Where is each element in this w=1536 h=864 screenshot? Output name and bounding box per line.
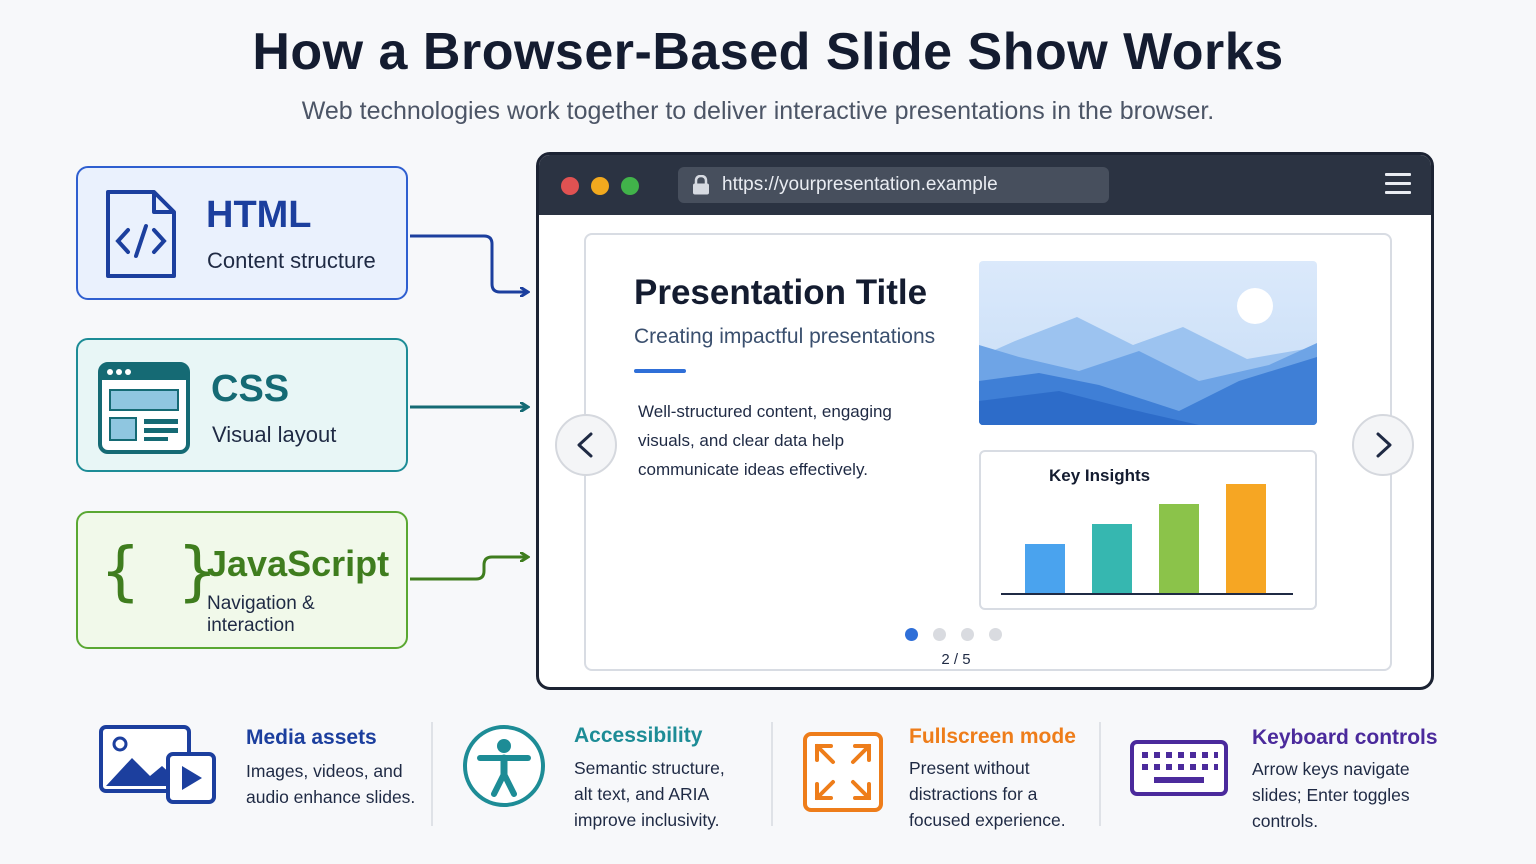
feature-divider <box>431 722 433 826</box>
address-bar[interactable]: https://yourpresentation.example <box>678 167 1109 203</box>
window-maximize-dot[interactable] <box>621 177 639 195</box>
slide-counter: 2 / 5 <box>941 651 971 668</box>
lock-icon <box>692 174 710 201</box>
html-desc: Content structure <box>207 248 376 273</box>
html-card: HTML Content structure <box>76 166 408 300</box>
css-title: CSS <box>211 368 290 410</box>
previous-slide-button[interactable] <box>555 414 617 476</box>
media-assets-title: Media assets <box>246 726 377 749</box>
media-icon <box>98 724 218 811</box>
insight-bar <box>1025 544 1065 594</box>
chevron-right-icon <box>1376 432 1392 458</box>
key-insights-title: Key Insights <box>1049 466 1151 485</box>
landscape-image <box>979 261 1317 430</box>
pager-dot[interactable] <box>905 628 918 641</box>
javascript-card: { } JavaScript Navigation & interaction <box>76 511 408 649</box>
pager-dot[interactable] <box>933 628 946 641</box>
pager-dot[interactable] <box>989 628 1002 641</box>
insight-bar <box>1159 504 1199 594</box>
feature-accessibility: Accessibility Semantic structure,alt tex… <box>462 718 762 838</box>
javascript-connector <box>410 557 526 581</box>
slide-subtitle: Creating impactful presentations <box>634 325 936 348</box>
layout-window-icon <box>98 362 190 459</box>
page-subtitle: Web technologies work together to delive… <box>301 97 1215 125</box>
pager-dot[interactable] <box>961 628 974 641</box>
slide: Presentation Title Creating impactful pr… <box>584 233 1392 671</box>
chevron-left-icon <box>577 432 593 458</box>
code-file-icon <box>104 188 178 285</box>
javascript-desc: Navigation & interaction <box>207 593 315 636</box>
css-card: CSS Visual layout <box>76 338 408 472</box>
feature-divider <box>771 722 773 826</box>
html-connector <box>410 234 526 292</box>
window-minimize-dot[interactable] <box>591 177 609 195</box>
curly-braces-icon: { } <box>100 535 226 609</box>
fullscreen-title: Fullscreen mode <box>909 725 1076 748</box>
insight-bar <box>1092 524 1132 594</box>
html-title: HTML <box>206 194 312 236</box>
browser-window: https://yourpresentation.example Present… <box>536 152 1434 690</box>
url-text: https://yourpresentation.example <box>722 174 998 195</box>
key-insights-card: Key Insights <box>979 450 1317 610</box>
browser-toolbar: https://yourpresentation.example <box>539 155 1431 215</box>
accessibility-title: Accessibility <box>574 724 703 747</box>
keyboard-controls-title: Keyboard controls <box>1252 726 1438 749</box>
page-title: How a Browser-Based Slide Show Works <box>252 23 1284 81</box>
key-insights-bar-chart <box>1001 484 1293 595</box>
window-close-dot[interactable] <box>561 177 579 195</box>
keyboard-icon <box>1130 740 1228 801</box>
insight-bar <box>1226 484 1266 594</box>
fullscreen-icon <box>803 732 883 817</box>
hamburger-menu-icon[interactable] <box>1385 171 1411 200</box>
slide-title-underline <box>634 369 686 373</box>
slide-title: Presentation Title <box>634 273 928 312</box>
accessibility-icon <box>462 724 548 815</box>
feature-divider <box>1099 722 1101 826</box>
javascript-title: JavaScript <box>207 543 390 584</box>
slide-body-text: Well-structured content, engaging visual… <box>638 402 892 479</box>
css-desc: Visual layout <box>212 422 337 447</box>
next-slide-button[interactable] <box>1352 414 1414 476</box>
